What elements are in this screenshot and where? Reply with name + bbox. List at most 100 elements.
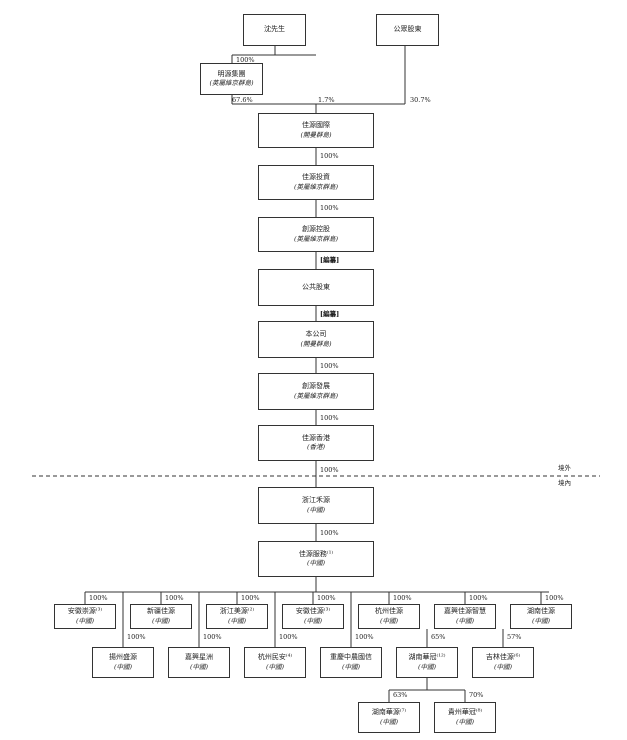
pct-row2-4: 100% [355,633,374,641]
entity-box-anhui-jiayuan: 安徽佳源⁽³⁾ (中國) [282,604,344,629]
pct-chain-1: 100% [320,152,339,160]
pct-row2-1: 100% [127,633,146,641]
entity-jurisdiction: (中國) [265,662,285,671]
entity-box-hunan-jiayuan: 湖南佳源 (中國) [510,604,572,629]
entity-box-jiayuan-investment: 佳源投資 (英屬維京群島) [258,165,374,200]
region-onshore-label: 境內 [558,479,571,487]
pct-mingyuan-intl: 67.6% [232,96,253,104]
entity-box-hangzhou-minan: 杭州民安⁽⁴⁾ (中國) [244,647,306,678]
entity-name: 貴州華冠⁽⁸⁾ [447,708,483,717]
entity-jurisdiction: (中國) [306,505,326,514]
entity-jurisdiction: (中國) [75,616,95,625]
entity-jurisdiction: (中國) [493,662,513,671]
pct-row2-3: 100% [279,633,298,641]
pct-row2-5: 65% [431,633,446,641]
pct-public-intl: 30.7% [410,96,431,104]
pct-row1-5: 100% [393,594,412,602]
entity-box-xinjiang-jiayuan: 新疆佳源 (中國) [130,604,192,629]
entity-jurisdiction: (中國) [227,616,247,625]
entity-name: 佳源投資 [302,173,330,182]
entity-box-mr-shen: 沈先生 [243,14,306,46]
entity-box-jiayuan-intl: 佳源國際 (開曼群島) [258,113,374,148]
entity-jurisdiction: (開曼群島) [300,130,332,139]
pct-chain-2: 100% [320,204,339,212]
entity-box-zhejiang-heyuan: 浙江禾源 (中國) [258,487,374,524]
entity-name: 嘉興佳源智慧 [444,607,486,616]
entity-name: 揚州盛源 [109,653,137,662]
entity-name: 創源發展 [302,382,330,391]
entity-jurisdiction: (英屬維京群島) [293,182,339,191]
entity-name: 佳源香港 [302,433,330,442]
entity-box-jiayuan-hk: 佳源香港 (香港) [258,425,374,461]
entity-jurisdiction: (中國) [113,662,133,671]
pct-shen-intl: 1.7% [318,96,335,104]
entity-box-hangzhou-jiayuan: 杭州佳源 (中國) [358,604,420,629]
entity-name: 杭州佳源 [375,607,403,616]
pct-row1-2: 100% [165,594,184,602]
entity-name: 佳源國際 [302,121,330,130]
entity-jurisdiction: (中國) [417,662,437,671]
entity-jurisdiction: (中國) [303,616,323,625]
pct-row3-1: 63% [393,691,408,699]
entity-jurisdiction: (中國) [455,717,475,726]
entity-box-chuangyuan-holdings: 創源控股 (英屬維京群島) [258,217,374,252]
entity-name: 沈先生 [264,25,285,34]
entity-box-jiayuan-services: 佳源服務⁽¹⁾ (中國) [258,541,374,577]
entity-name: 佳源服務⁽¹⁾ [298,549,334,558]
entity-jurisdiction: (香港) [306,443,326,452]
entity-jurisdiction: (開曼群島) [300,339,332,348]
entity-name: 湖南佳源 [527,607,555,616]
entity-name: 嘉興星洲 [185,653,213,662]
entity-name: 杭州民安⁽⁴⁾ [257,653,293,662]
pct-row1-6: 100% [469,594,488,602]
pct-chain-4-redacted: [編纂] [320,310,340,318]
entity-name: 浙江禾源 [302,496,330,505]
pct-chain-6: 100% [320,414,339,422]
entity-name: 湖南華源⁽⁷⁾ [371,708,407,717]
pct-chain-8: 100% [320,529,339,537]
pct-row2-2: 100% [203,633,222,641]
entity-jurisdiction: (中國) [455,616,475,625]
entity-name: 重慶中農國信 [330,653,372,662]
pct-row2-6: 57% [507,633,522,641]
entity-name: 吉林佳源⁽⁶⁾ [485,653,521,662]
pct-chain-7: 100% [320,466,339,474]
entity-box-zhejiang-meiyuan: 浙江美源⁽²⁾ (中國) [206,604,268,629]
entity-jurisdiction: (中國) [341,662,361,671]
entity-jurisdiction: (中國) [531,616,551,625]
entity-box-company: 本公司 (開曼群島) [258,321,374,358]
entity-box-chuangyuan-development: 創源發展 (英屬維京群島) [258,373,374,410]
entity-box-mingyuan: 明源集團 (英屬維京群島) [200,63,263,95]
entity-box-hunan-huaguan: 湖南華冠⁽¹²⁾ (中國) [396,647,458,678]
entity-jurisdiction: (英屬維京群島) [293,391,339,400]
pct-chain-3-redacted: [編纂] [320,256,340,264]
entity-jurisdiction: (中國) [379,717,399,726]
entity-jurisdiction: (英屬維京群島) [293,234,339,243]
entity-name: 公眾股東 [393,25,422,34]
entity-name: 安徽佳源⁽³⁾ [295,607,331,616]
entity-name: 本公司 [305,330,327,339]
entity-box-chongqing-zhongnong: 重慶中農國信 (中國) [320,647,382,678]
entity-jurisdiction: (英屬維京群島) [209,79,254,88]
entity-name: 明源集團 [217,69,246,78]
entity-box-hunan-huayuan: 湖南華源⁽⁷⁾ (中國) [358,702,420,733]
pct-row1-4: 100% [317,594,336,602]
entity-box-guizhou-huaguan: 貴州華冠⁽⁸⁾ (中國) [434,702,496,733]
entity-name: 公共股東 [302,282,330,291]
pct-chain-5: 100% [320,362,339,370]
entity-box-public-shareholders: 公共股東 [258,269,374,306]
entity-box-jiaxing-smart: 嘉興佳源智慧 (中國) [434,604,496,629]
entity-jurisdiction: (中國) [306,559,326,568]
pct-row1-1: 100% [89,594,108,602]
region-offshore-label: 境外 [558,464,571,472]
pct-row1-7: 100% [545,594,564,602]
entity-box-jilin-jiayuan: 吉林佳源⁽⁶⁾ (中國) [472,647,534,678]
entity-name: 湖南華冠⁽¹²⁾ [408,653,446,662]
entity-jurisdiction: (中國) [151,616,171,625]
entity-box-public-top: 公眾股東 [376,14,439,46]
entity-name: 新疆佳源 [147,607,175,616]
entity-jurisdiction: (中國) [189,662,209,671]
pct-shen-mingyuan: 100% [236,56,255,64]
entity-name: 安徽崇源⁽³⁾ [67,607,103,616]
